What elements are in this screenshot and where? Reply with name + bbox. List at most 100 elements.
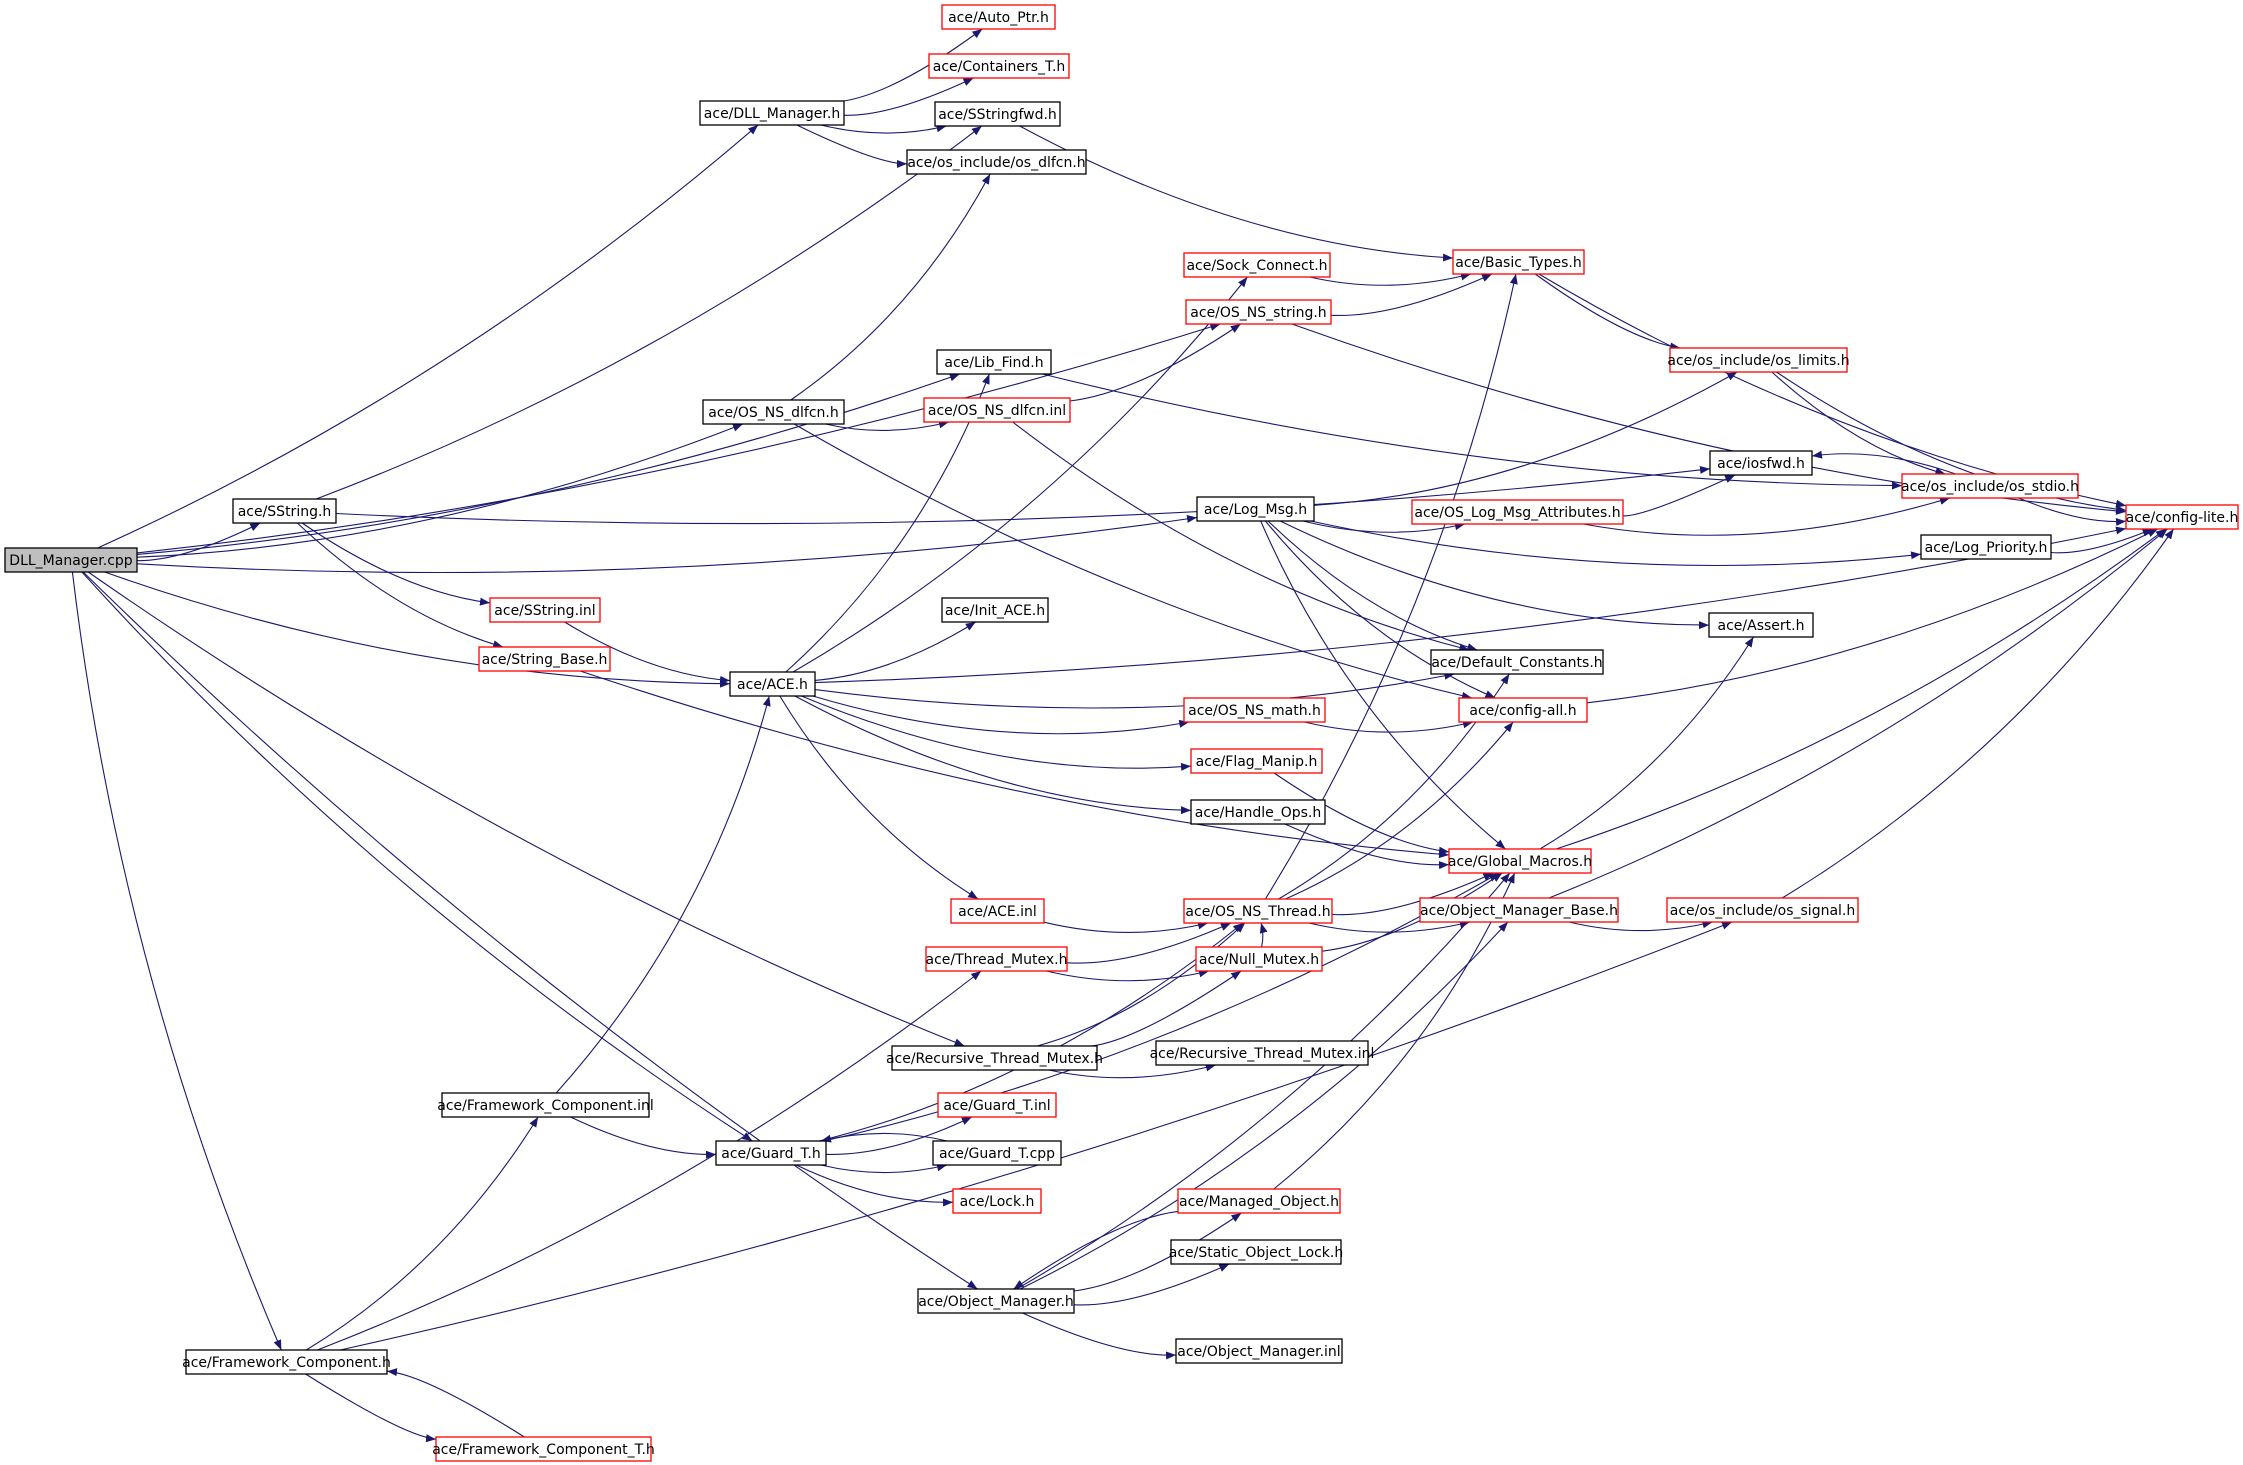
- edge-os_stdio-to-iosfwd: [1811, 450, 1956, 475]
- node-flag-manip[interactable]: ace/Flag_Manip.h: [1190, 748, 1323, 774]
- node-os-ns-thread[interactable]: ace/OS_NS_Thread.h: [1183, 898, 1333, 924]
- nodes-layer: DLL_Manager.cpp ace/DLL_Manager.h ace/Auto…: [4, 4, 2239, 1462]
- node-box: [950, 898, 1045, 924]
- edge-os_ns_dlfcn_h-to-os_dlfcn: [790, 173, 991, 401]
- node-log-msg[interactable]: ace/Log_Msg.h: [1196, 496, 1315, 522]
- node-object-manager-base[interactable]: ace/Object_Manager_Base.h: [1419, 897, 1619, 923]
- edge-log_msg-to-os_limits: [1313, 371, 1738, 506]
- node-lock-h[interactable]: ace/Lock.h: [952, 1188, 1042, 1214]
- node-sock-connect[interactable]: ace/Sock_Connect.h: [1183, 252, 1331, 278]
- node-lib-find[interactable]: ace/Lib_Find.h: [936, 349, 1052, 375]
- node-log-priority[interactable]: ace/Log_Priority.h: [1920, 534, 2052, 560]
- node-box: [1190, 799, 1326, 825]
- node-label: ace/SString.h: [238, 504, 332, 520]
- node-label: ace/config-lite.h: [2126, 510, 2239, 526]
- node-guard-t-h[interactable]: ace/Guard_T.h: [715, 1140, 827, 1166]
- node-auto-ptr[interactable]: ace/Auto_Ptr.h: [941, 4, 1056, 30]
- node-label: ace/Object_Manager_Base.h: [1420, 903, 1618, 919]
- node-os-log-msg-attr[interactable]: ace/OS_Log_Msg_Attributes.h: [1411, 499, 1624, 525]
- node-null-mutex[interactable]: ace/Null_Mutex.h: [1195, 946, 1323, 972]
- edge-managed_object-to-global_macros: [1273, 872, 1516, 1190]
- edge-sock_connect-to-basic_types: [1309, 272, 1472, 286]
- node-containers-t[interactable]: ace/Containers_T.h: [928, 53, 1070, 79]
- node-managed-object[interactable]: ace/Managed_Object.h: [1177, 1188, 1341, 1214]
- node-init-ace[interactable]: ace/Init_ACE.h: [941, 597, 1049, 623]
- node-os-limits[interactable]: ace/os_include/os_limits.h: [1667, 347, 1850, 373]
- edge-ace_h-to-ace_inl: [779, 695, 979, 900]
- node-guard-t-inl[interactable]: ace/Guard_T.inl: [937, 1092, 1057, 1118]
- edge-framework_component_h-to-os_signal: [340, 921, 1733, 1351]
- node-label: ace/OS_Log_Msg_Attributes.h: [1414, 505, 1620, 521]
- node-label: ace/Auto_Ptr.h: [948, 10, 1049, 26]
- node-config-lite[interactable]: ace/config-lite.h: [2125, 504, 2239, 530]
- node-label: ace/Guard_T.inl: [943, 1098, 1050, 1114]
- node-label: ace/Null_Mutex.h: [1199, 952, 1319, 968]
- node-label: ace/Handle_Ops.h: [1195, 805, 1322, 821]
- edge-object_manager_base-to-config_lite: [1548, 528, 2168, 899]
- node-box: [937, 1092, 1057, 1118]
- node-sstring-h[interactable]: ace/SString.h: [232, 498, 337, 524]
- node-thread-mutex[interactable]: ace/Thread_Mutex.h: [925, 946, 1068, 972]
- node-box: [1183, 252, 1331, 278]
- node-box: [435, 1436, 652, 1462]
- edge-flag_manip-to-global_macros: [1273, 772, 1450, 855]
- node-ace-h[interactable]: ace/ACE.h: [729, 671, 816, 697]
- node-os-ns-dlfcn-inl[interactable]: ace/OS_NS_dlfcn.inl: [923, 397, 1071, 423]
- node-label: ace/os_include/os_stdio.h: [1901, 479, 2079, 495]
- node-framework-component-t[interactable]: ace/Framework_Component_T.h: [432, 1436, 655, 1462]
- node-box: [4, 547, 138, 573]
- node-os-ns-dlfcn-h[interactable]: ace/OS_NS_dlfcn.h: [702, 399, 845, 425]
- node-framework-component-h[interactable]: ace/Framework_Component.h: [182, 1349, 391, 1375]
- node-box: [952, 1188, 1042, 1214]
- node-basic-types[interactable]: ace/Basic_Types.h: [1452, 249, 1585, 275]
- edge-sstring_h-to-sstring_inl: [301, 522, 491, 606]
- node-handle-ops[interactable]: ace/Handle_Ops.h: [1190, 799, 1326, 825]
- node-recursive-thread-mutex[interactable]: ace/Recursive_Thread_Mutex.h: [886, 1045, 1103, 1071]
- edge-log_priority-to-config_lite: [2050, 528, 2153, 554]
- node-iosfwd[interactable]: ace/iosfwd.h: [1709, 450, 1813, 476]
- edge-framework_component_h-to-thread_mutex: [317, 970, 982, 1351]
- node-label: ace/OS_NS_string.h: [1190, 305, 1326, 321]
- node-label: ace/Lock.h: [960, 1194, 1035, 1210]
- node-object-manager-inl[interactable]: ace/Object_Manager.inl: [1175, 1338, 1343, 1364]
- node-framework-component-inl[interactable]: ace/Framework_Component.inl: [437, 1092, 654, 1118]
- node-root[interactable]: DLL_Manager.cpp: [4, 547, 138, 573]
- node-box: [1170, 1239, 1342, 1265]
- node-sstringfwd[interactable]: ace/SStringfwd.h: [934, 101, 1061, 127]
- node-os-signal[interactable]: ace/os_include/os_signal.h: [1666, 897, 1859, 923]
- node-global-macros[interactable]: ace/Global_Macros.h: [1448, 848, 1592, 874]
- edge-object_manager_h-to-global_macros: [1016, 872, 1511, 1290]
- node-label: ace/SString.inl: [494, 603, 595, 619]
- node-ace-inl[interactable]: ace/ACE.inl: [950, 898, 1045, 924]
- edge-guard_t_h-to-guard_t_inl: [825, 1116, 973, 1155]
- node-dllmgr-h[interactable]: ace/DLL_Manager.h: [699, 100, 845, 126]
- node-guard-t-cpp[interactable]: ace/Guard_T.cpp: [932, 1140, 1062, 1166]
- edge-os_ns_math-to-config_all: [1304, 720, 1474, 733]
- node-box: [1669, 347, 1848, 373]
- node-os-dlfcn[interactable]: ace/os_include/os_dlfcn.h: [906, 149, 1087, 175]
- node-box: [441, 1092, 650, 1118]
- node-object-manager-h[interactable]: ace/Object_Manager.h: [917, 1288, 1075, 1314]
- node-label: ace/Guard_T.cpp: [939, 1146, 1055, 1162]
- node-box: [1411, 499, 1624, 525]
- node-os-ns-string[interactable]: ace/OS_NS_string.h: [1185, 299, 1332, 325]
- node-default-constants[interactable]: ace/Default_Constants.h: [1430, 649, 1604, 675]
- edge-framework_component_inl-to-guard_t_h: [570, 1116, 717, 1159]
- edge-ace_h-to-os_ns_math: [812, 695, 1190, 735]
- node-os-stdio[interactable]: ace/os_include/os_stdio.h: [1901, 473, 2079, 499]
- node-config-all[interactable]: ace/config-all.h: [1458, 697, 1588, 723]
- node-label: ace/Recursive_Thread_Mutex.inl: [1150, 1046, 1375, 1062]
- node-sstring-inl[interactable]: ace/SString.inl: [489, 597, 601, 623]
- node-assert-h[interactable]: ace/Assert.h: [1708, 612, 1814, 638]
- node-static-object-lock[interactable]: ace/Static_Object_Lock.h: [1169, 1239, 1343, 1265]
- node-box: [1920, 534, 2052, 560]
- node-box: [1175, 1338, 1343, 1364]
- node-box: [1458, 697, 1588, 723]
- node-os-ns-math[interactable]: ace/OS_NS_math.h: [1183, 697, 1326, 723]
- node-recursive-thread-mutex-inl[interactable]: ace/Recursive_Thread_Mutex.inl: [1150, 1040, 1375, 1066]
- edge-config_all-to-config_lite: [1586, 528, 2158, 704]
- edge-dllmgr_h-to-sstringfwd: [820, 124, 947, 134]
- node-string-base[interactable]: ace/String_Base.h: [478, 646, 611, 672]
- edge-recursive_thread_mutex-to-os_ns_thread: [1037, 922, 1246, 1047]
- edge-sstring_inl-to-ace_h: [564, 621, 731, 684]
